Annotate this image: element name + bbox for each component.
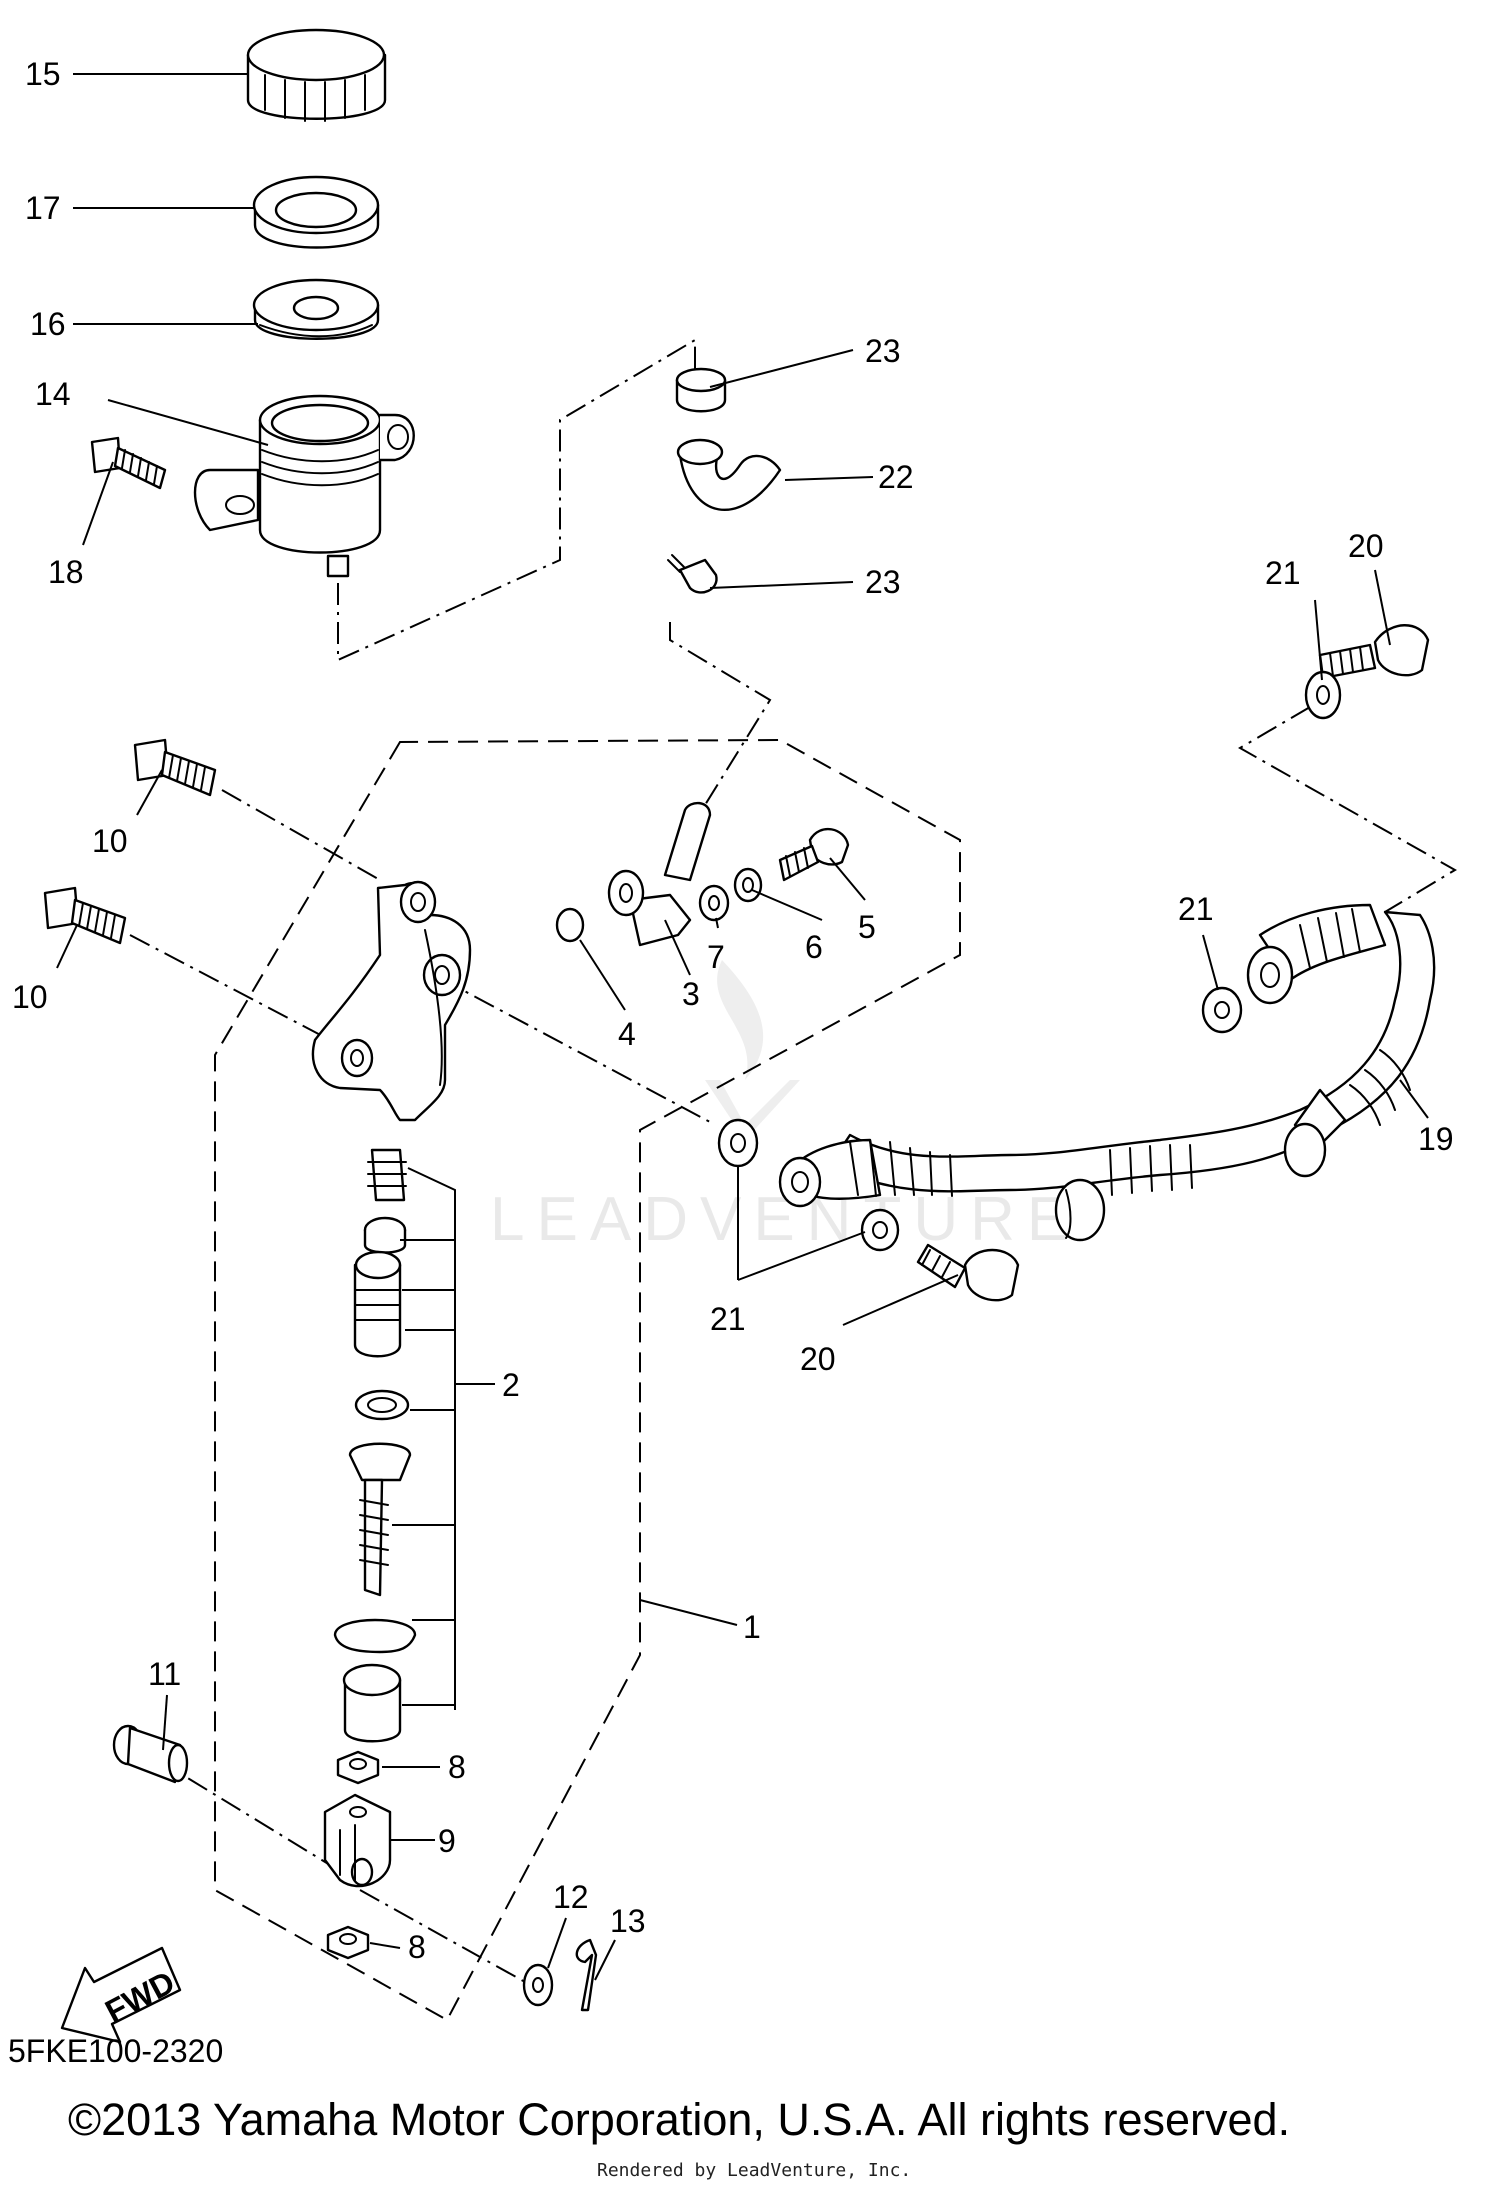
reservoir-tank	[193, 394, 415, 578]
diagram-code: 5FKE100-2320	[8, 2033, 224, 2069]
callout-21-right: 21	[1178, 891, 1214, 927]
callout-14: 14	[35, 376, 71, 412]
watermark: LEADVENTURE	[490, 960, 1080, 1254]
callout-9: 9	[438, 1823, 456, 1859]
callout-13: 13	[610, 1903, 646, 1939]
callout-19: 19	[1418, 1121, 1454, 1157]
callout-21-upper: 21	[1265, 555, 1301, 591]
copper-washer-lower	[860, 1208, 900, 1252]
callout-20-upper: 20	[1348, 528, 1384, 564]
hose-clamp-lower	[667, 554, 718, 594]
reservoir-bolt	[90, 436, 167, 490]
copper-washer-upper	[1304, 670, 1342, 720]
callout-15: 15	[25, 56, 61, 92]
callout-23-lower: 23	[865, 564, 901, 600]
joint-washer-7	[698, 884, 730, 922]
master-cylinder-body	[311, 880, 472, 1122]
forward-direction-arrow: FWD	[60, 1946, 182, 2044]
watermark-logo-icon	[705, 960, 800, 1140]
union-bolt-upper	[1318, 624, 1430, 680]
assembly-boundary	[214, 738, 961, 2022]
connection-lines	[129, 338, 1457, 1983]
callout-1: 1	[743, 1609, 761, 1645]
callout-23-upper: 23	[865, 333, 901, 369]
mounting-bolt-upper	[133, 738, 217, 797]
callout-8-upper: 8	[448, 1749, 466, 1785]
leader-lines	[56, 73, 1429, 1981]
joint-washer-6	[733, 867, 763, 903]
callout-10-lower: 10	[12, 979, 48, 1015]
reservoir-hose	[676, 438, 782, 511]
callout-20-lower: 20	[800, 1341, 836, 1377]
reservoir-joint-banjo	[607, 801, 712, 947]
mounting-bolt-lower	[43, 886, 127, 945]
cotter-pin	[575, 1938, 598, 2012]
callout-7: 7	[707, 939, 725, 975]
callout-16: 16	[30, 306, 66, 342]
callout-5: 5	[858, 909, 876, 945]
callouts: 15 17 16 14 18 23 22 23 21 20 21 19 21 2…	[12, 56, 1454, 1965]
callout-18: 18	[48, 554, 84, 590]
callout-2: 2	[502, 1367, 520, 1403]
lock-nut-upper	[336, 1750, 380, 1785]
callout-8-lower: 8	[408, 1929, 426, 1965]
copyright-notice: ©2013 Yamaha Motor Corporation, U.S.A. A…	[68, 2094, 1291, 2145]
callout-22: 22	[878, 459, 914, 495]
rendered-by-notice: Rendered by LeadVenture, Inc.	[597, 2160, 912, 2181]
diaphragm-holder	[252, 175, 380, 249]
brake-hose	[778, 903, 1436, 1242]
copper-washer-mid	[717, 1118, 759, 1168]
callout-12: 12	[553, 1879, 589, 1915]
reservoir-cap	[246, 28, 387, 122]
clevis-pin	[112, 1724, 189, 1784]
callout-17: 17	[25, 190, 61, 226]
copper-washer-right	[1201, 986, 1243, 1034]
diaphragm	[252, 278, 380, 340]
callout-4: 4	[618, 1016, 636, 1052]
clevis	[323, 1793, 392, 1888]
hose-clamp-upper	[675, 367, 727, 413]
callout-11: 11	[148, 1656, 181, 1692]
callout-10-upper: 10	[92, 823, 128, 859]
lock-nut-lower	[326, 1925, 370, 1960]
callout-21-lower: 21	[710, 1301, 746, 1337]
joint-screw	[778, 827, 850, 882]
watermark-text: LEADVENTURE	[490, 1185, 1080, 1254]
plain-washer	[522, 1963, 554, 2007]
o-ring	[555, 907, 585, 943]
cylinder-kit	[333, 1148, 417, 1743]
callout-3: 3	[682, 976, 700, 1012]
callout-6: 6	[805, 929, 823, 965]
